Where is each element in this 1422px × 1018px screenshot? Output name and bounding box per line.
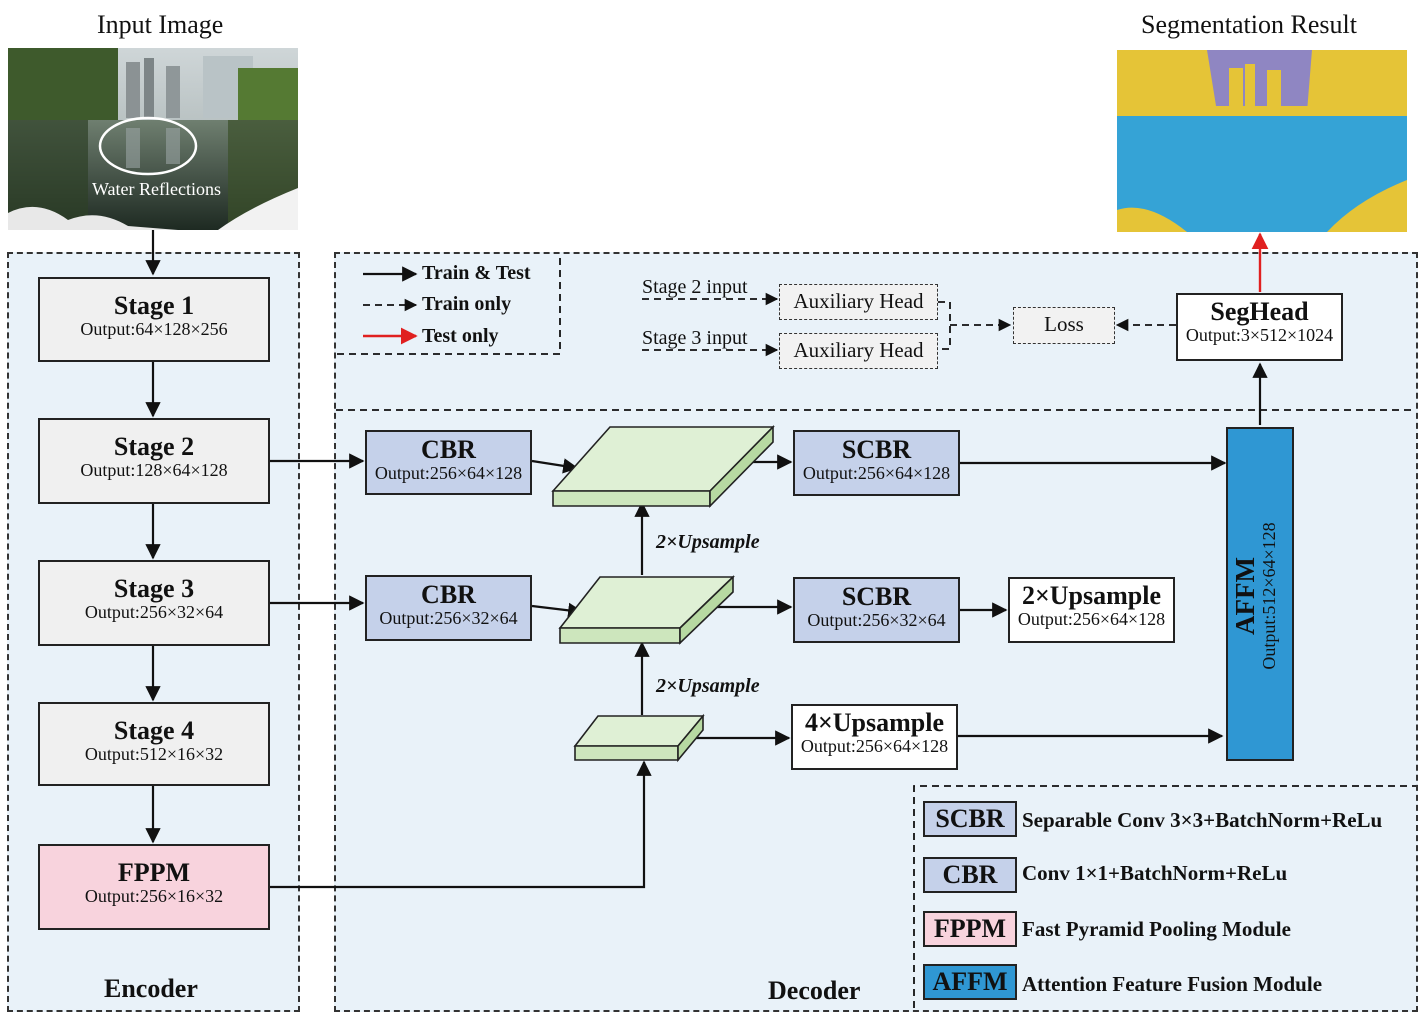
fppm-title: FPPM [117, 858, 191, 887]
fppm-block: FPPM Output:256×16×32 [38, 844, 270, 930]
stage-1-title: Stage 1 [113, 291, 195, 320]
upsample-2x-title: 2×Upsample [1021, 581, 1162, 610]
seghead-block: SegHead Output:3×512×1024 [1176, 293, 1343, 361]
scbr-middle-output: Output:256×32×64 [807, 610, 946, 630]
fppm-output: Output:256×16×32 [84, 886, 224, 906]
stage-4-title: Stage 4 [113, 716, 195, 745]
affm-label-group: AFFM Output:512×64×128 [1230, 446, 1292, 746]
upsample-4x-output: Output:256×64×128 [800, 736, 949, 756]
cuboid-medium-front [559, 627, 681, 644]
auxiliary-head-1: Auxiliary Head [779, 284, 938, 320]
stage-1-block: Stage 1 Output:64×128×256 [38, 277, 270, 362]
cbr-top-title: CBR [421, 435, 476, 464]
scbr-middle-title: SCBR [841, 582, 912, 611]
stage-2-input-label: Stage 2 input [642, 276, 748, 298]
cuboid-large-top [551, 426, 775, 492]
key-cbr-swatch: CBR [923, 857, 1017, 893]
cbr-middle-title: CBR [421, 580, 476, 609]
cbr-block-top: CBR Output:256×64×128 [365, 430, 532, 495]
scbr-top-title: SCBR [841, 435, 912, 464]
segmentation-result-image [1117, 50, 1407, 232]
cuboid-large-front [552, 490, 711, 507]
cuboid-large-side [709, 425, 774, 508]
affm-output: Output:512×64×128 [1259, 522, 1279, 670]
stage-3-output: Output:256×32×64 [84, 602, 224, 622]
input-image: Water Reflections [8, 48, 298, 230]
segmentation-result-caption: Segmentation Result [1141, 10, 1357, 39]
stage-4-output: Output:512×16×32 [84, 744, 224, 764]
key-scbr-swatch: SCBR [923, 801, 1017, 837]
stage-2-title: Stage 2 [113, 432, 195, 461]
auxiliary-head-1-label: Auxiliary Head [793, 289, 924, 313]
stage-4-block: Stage 4 Output:512×16×32 [38, 702, 270, 786]
upsample-4x-block: 4×Upsample Output:256×64×128 [791, 704, 958, 770]
seghead-title: SegHead [1210, 297, 1309, 326]
cbr-top-output: Output:256×64×128 [374, 463, 523, 483]
key-affm-swatch: AFFM [923, 964, 1017, 1000]
key-cbr-desc: Conv 1×1+BatchNorm+ReLu [1022, 861, 1288, 885]
loss-block: Loss [1013, 307, 1115, 344]
stage-2-output: Output:128×64×128 [80, 460, 228, 480]
input-image-caption: Input Image [97, 10, 224, 39]
legend-train-only: Train only [422, 293, 512, 315]
upsample-4x-title: 4×Upsample [804, 708, 945, 737]
upsample-label-top: 2×Upsample [656, 531, 760, 553]
key-fppm-swatch: FPPM [923, 911, 1017, 947]
upsample-2x-block: 2×Upsample Output:256×64×128 [1008, 577, 1175, 643]
key-scbr-desc: Separable Conv 3×3+BatchNorm+ReLu [1022, 808, 1383, 832]
cbr-middle-output: Output:256×32×64 [379, 608, 518, 628]
stage-3-input-label: Stage 3 input [642, 327, 748, 349]
water-reflections-label: Water Reflections [92, 179, 221, 199]
legend-test-only: Test only [422, 325, 499, 347]
cuboid-small-side [677, 713, 704, 763]
cbr-block-middle: CBR Output:256×32×64 [365, 575, 532, 641]
stage-3-block: Stage 3 Output:256×32×64 [38, 560, 270, 646]
stage-2-block: Stage 2 Output:128×64×128 [38, 418, 270, 504]
scbr-top-output: Output:256×64×128 [802, 463, 951, 483]
legend-train-test: Train & Test [422, 262, 531, 284]
seghead-output: Output:3×512×1024 [1185, 325, 1334, 345]
scbr-block-middle: SCBR Output:256×32×64 [793, 577, 960, 643]
auxiliary-head-2-label: Auxiliary Head [793, 338, 924, 362]
upsample-label-bottom: 2×Upsample [656, 675, 760, 697]
stage-1-output: Output:64×128×256 [80, 319, 228, 339]
key-affm-desc: Attention Feature Fusion Module [1022, 972, 1323, 996]
cuboid-small-front [574, 745, 679, 761]
encoder-label: Encoder [104, 974, 198, 1003]
scbr-block-top: SCBR Output:256×64×128 [793, 430, 960, 496]
affm-title: AFFM [1230, 557, 1260, 635]
cuboid-medium-side [679, 575, 734, 645]
key-fppm-desc: Fast Pyramid Pooling Module [1022, 917, 1291, 941]
decoder-label: Decoder [768, 976, 861, 1005]
auxiliary-head-2: Auxiliary Head [779, 333, 938, 369]
stage-3-title: Stage 3 [113, 574, 195, 603]
loss-label: Loss [1044, 312, 1084, 336]
affm-block: AFFM Output:512×64×128 [1226, 427, 1294, 761]
upsample-2x-output: Output:256×64×128 [1017, 609, 1166, 629]
